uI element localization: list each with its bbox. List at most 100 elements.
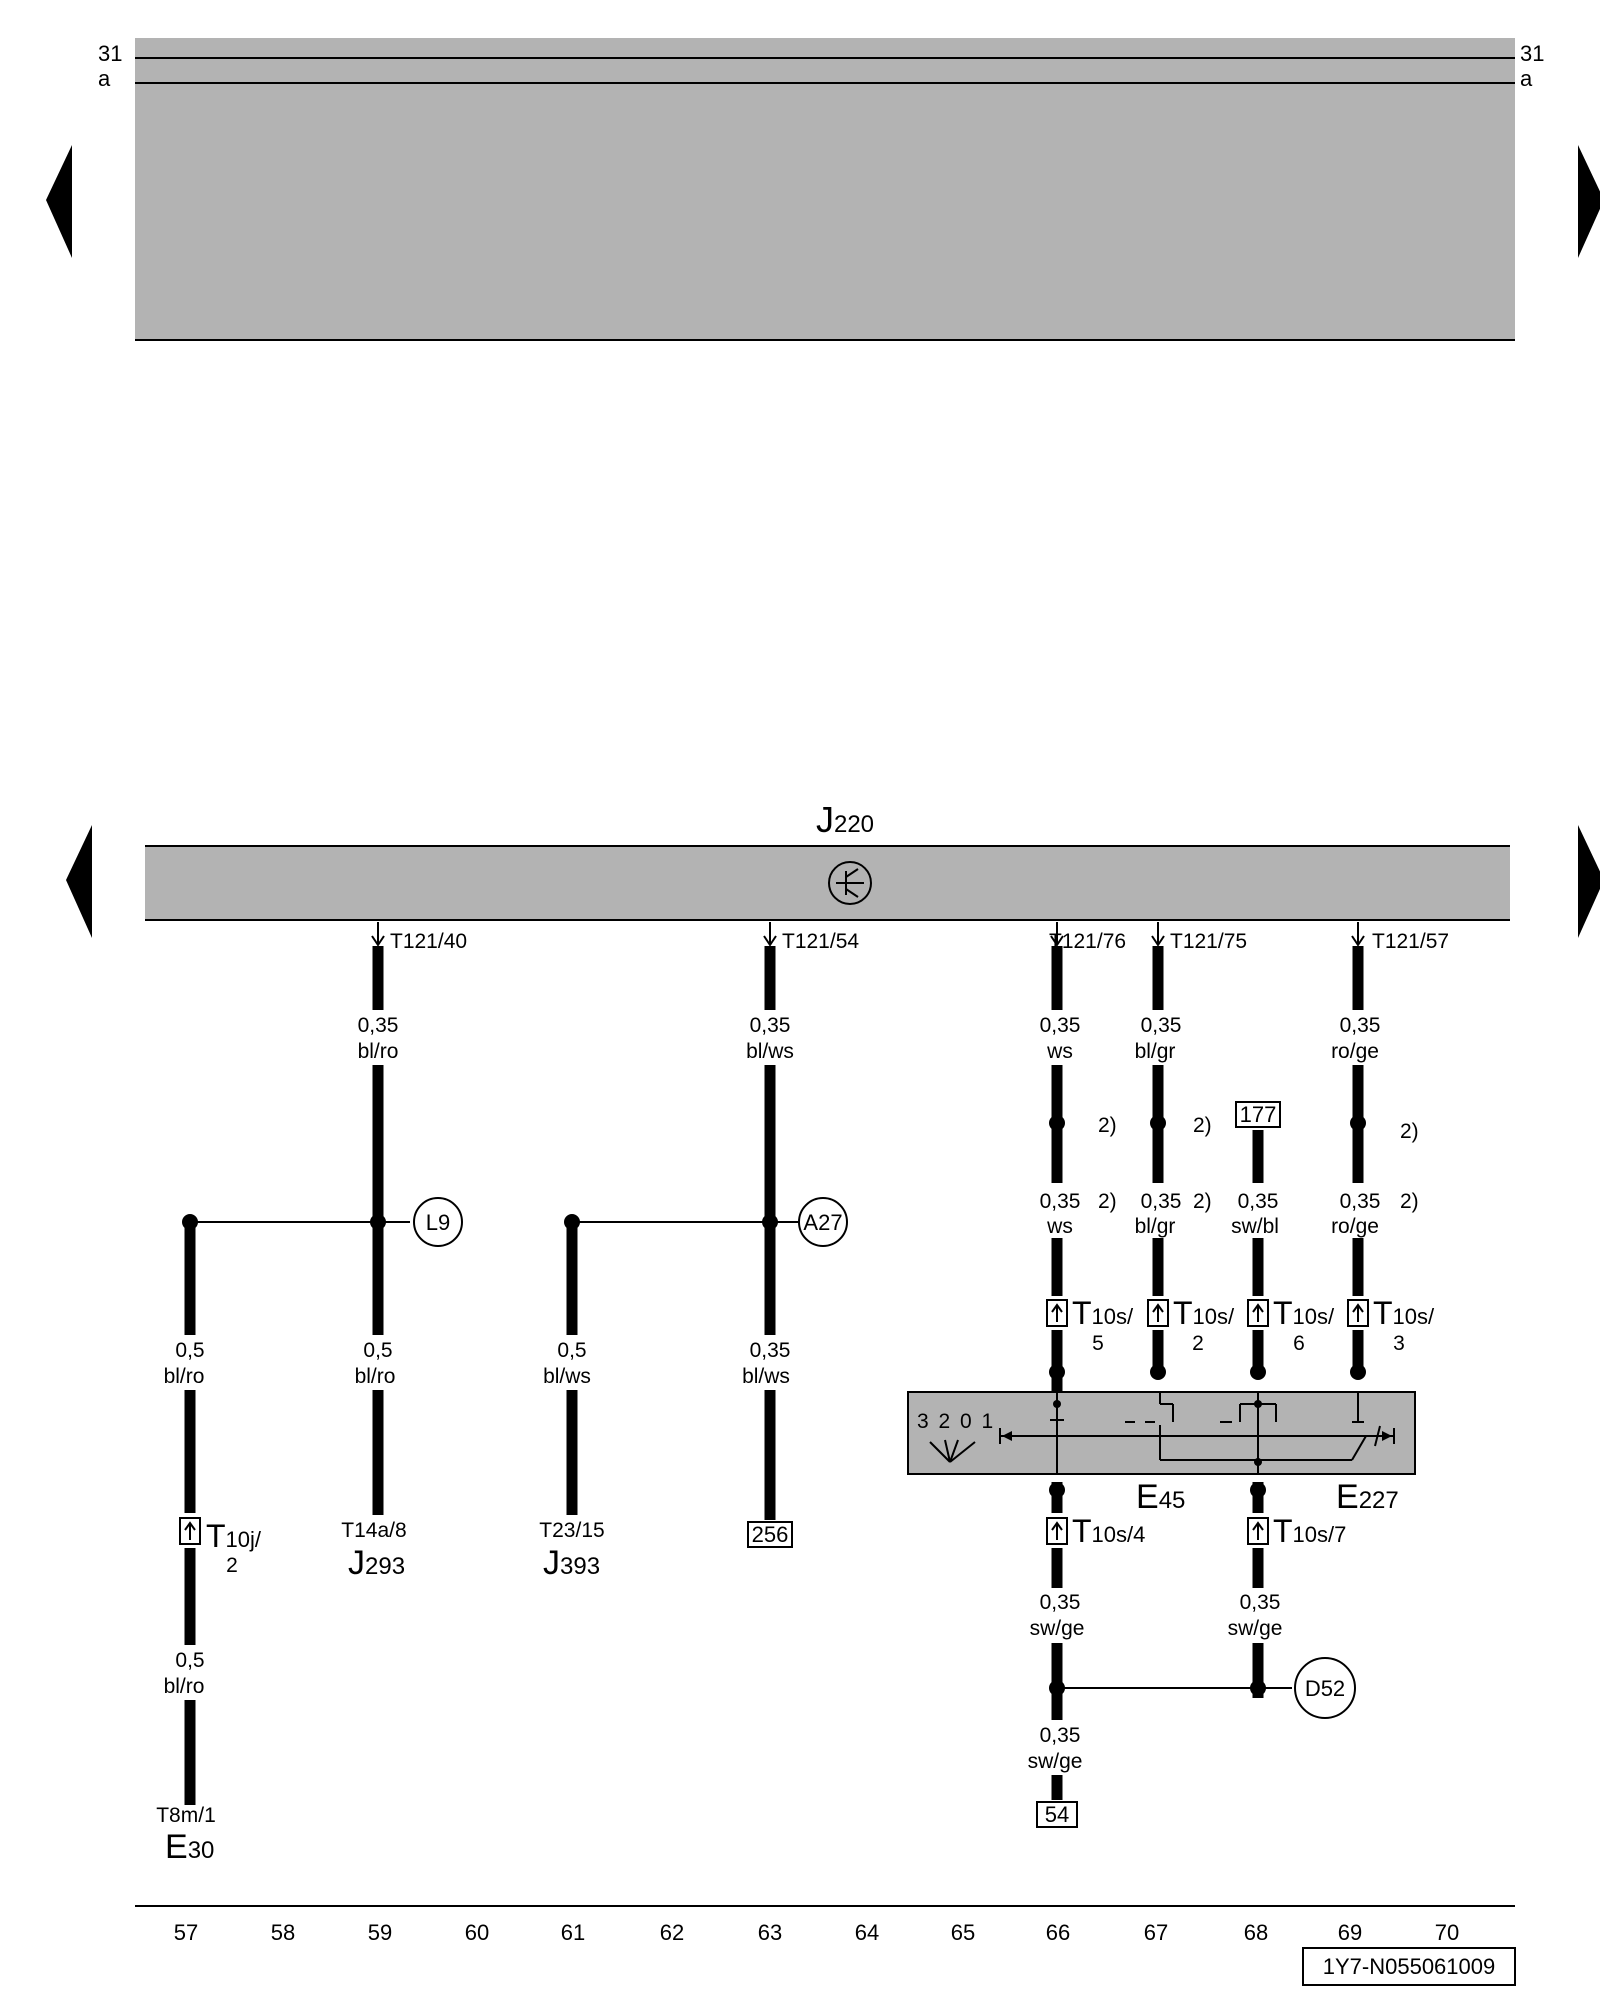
pin-arrow-icon [1351, 922, 1365, 947]
ref-box-256-label: 256 [752, 1522, 789, 1547]
wire-color: bl/ws [746, 1040, 794, 1063]
wire-color: sw/ge [1028, 1750, 1083, 1773]
wire-size: 0,35 [358, 1014, 399, 1037]
pin-t121-57: T121/57 [1372, 930, 1449, 953]
ref-box-177-label: 177 [1240, 1102, 1277, 1127]
ref-box-54-label: 54 [1045, 1802, 1069, 1827]
circle-a27[interactable] [798, 1197, 848, 1247]
rail-31-right: 31 [1520, 41, 1544, 66]
connector-t10s-3: T10s/ [1373, 1295, 1435, 1331]
wire-size: 0,35 [1238, 1190, 1279, 1213]
scale-60: 60 [465, 1920, 489, 1945]
ref-box-54[interactable] [1036, 1801, 1078, 1828]
transistor-icon [828, 861, 872, 905]
wire-segments [184, 946, 1364, 1805]
connector-t10s-5: T10s/ [1072, 1295, 1134, 1331]
connector-icon [1247, 1517, 1269, 1545]
bottom-scale: 57 58 59 60 61 62 63 64 65 66 67 68 69 7… [174, 1920, 1459, 1945]
connector-t10s-3-pin: 3 [1393, 1332, 1405, 1355]
circle-d52-label: D52 [1305, 1676, 1345, 1701]
connector-icon [1046, 1299, 1068, 1327]
connector-icon [1046, 1517, 1068, 1545]
doc-id: 1Y7-N055061009 [1323, 1954, 1495, 1979]
ref-box-256[interactable] [747, 1521, 793, 1548]
wire-color: bl/ws [742, 1365, 790, 1388]
footnote-2: 2) [1193, 1190, 1212, 1213]
connector-t10s-2: T10s/ [1173, 1295, 1235, 1331]
wire-size: 0,35 [750, 1014, 791, 1037]
wire-size: 0,35 [1141, 1014, 1182, 1037]
wire-color: ro/ge [1331, 1040, 1379, 1063]
rail-31-left: 31 [98, 41, 122, 66]
junction-dots [182, 1115, 1366, 1696]
footnote-2: 2) [1098, 1114, 1117, 1137]
connector-icon [1347, 1299, 1369, 1327]
wire-color: ro/ge [1331, 1215, 1379, 1238]
wire-size: 0,35 [1240, 1591, 1281, 1614]
label-e45: E45 [1136, 1478, 1185, 1516]
wire-color: bl/ro [164, 1675, 205, 1698]
connector-t10s-6-pin: 6 [1293, 1332, 1305, 1355]
label-j393: J393 [543, 1544, 600, 1582]
page-prev-arrow-top[interactable] [46, 145, 72, 258]
wire-size: 0,5 [175, 1649, 204, 1672]
j293-pin: T14a/8 [341, 1519, 406, 1542]
doc-id-box [1302, 1947, 1516, 1986]
circle-a27-label: A27 [803, 1210, 842, 1235]
pin-t121-75: T121/75 [1170, 930, 1247, 953]
label-e227: E227 [1336, 1478, 1399, 1516]
j393-pin: T23/15 [539, 1519, 604, 1542]
pin-t121-54: T121/54 [782, 930, 859, 953]
j220-box [145, 846, 1510, 920]
circle-l9[interactable] [413, 1197, 463, 1247]
footnote-2: 2) [1098, 1190, 1117, 1213]
label-e30: E30 [165, 1828, 214, 1866]
scale-58: 58 [271, 1920, 295, 1945]
pin-arrow-icon [1151, 922, 1165, 947]
wire-color: bl/ws [543, 1365, 591, 1388]
connector-t10j-2: T10j/ [206, 1518, 262, 1554]
j220-label: J220 [816, 799, 874, 840]
footnote-2: 2) [1400, 1190, 1419, 1213]
label-j293: J293 [348, 1544, 405, 1582]
footnote-2: 2) [1193, 1114, 1212, 1137]
footnote-2: 2) [1400, 1120, 1419, 1143]
scale-70: 70 [1435, 1920, 1459, 1945]
page-prev-arrow-bottom[interactable] [66, 825, 92, 938]
connector-icon [1147, 1299, 1169, 1327]
wire-color: bl/gr [1135, 1215, 1176, 1238]
connector-t10s-6: T10s/ [1273, 1295, 1335, 1331]
wire-size: 0,5 [557, 1339, 586, 1362]
e30-pin: T8m/1 [156, 1804, 216, 1827]
scale-65: 65 [951, 1920, 975, 1945]
pin-arrow-icon [371, 922, 385, 947]
connector-t10s-7: T10s/7 [1273, 1513, 1346, 1549]
wire-size: 0,35 [1040, 1591, 1081, 1614]
wire-color: ws [1046, 1040, 1073, 1063]
page-next-arrow-bottom[interactable] [1578, 825, 1600, 938]
wire-size: 0,35 [750, 1339, 791, 1362]
connector-t10j-2-pin: 2 [226, 1554, 238, 1577]
wire-color: sw/ge [1228, 1617, 1283, 1640]
circle-l9-label: L9 [426, 1210, 450, 1235]
scale-64: 64 [855, 1920, 879, 1945]
ref-box-177[interactable] [1235, 1101, 1281, 1128]
wire-size: 0,35 [1040, 1724, 1081, 1747]
wire-size: 0,35 [1340, 1014, 1381, 1037]
connector-t10s-2-pin: 2 [1192, 1332, 1204, 1355]
connector-t10s-5-pin: 5 [1092, 1332, 1104, 1355]
switch-internals [999, 1392, 1395, 1474]
wire-color: bl/ro [355, 1365, 396, 1388]
scale-59: 59 [368, 1920, 392, 1945]
connector-icon [179, 1517, 201, 1545]
pin-arrow-icon [1050, 922, 1064, 947]
wire-size: 0,5 [175, 1339, 204, 1362]
scale-63: 63 [758, 1920, 782, 1945]
pin-arrow-icon [763, 922, 777, 947]
circle-d52[interactable] [1294, 1657, 1356, 1719]
rail-a-left: a [98, 66, 111, 91]
wire-size: 0,35 [1040, 1190, 1081, 1213]
scale-69: 69 [1338, 1920, 1362, 1945]
page-next-arrow-top[interactable] [1578, 145, 1600, 258]
